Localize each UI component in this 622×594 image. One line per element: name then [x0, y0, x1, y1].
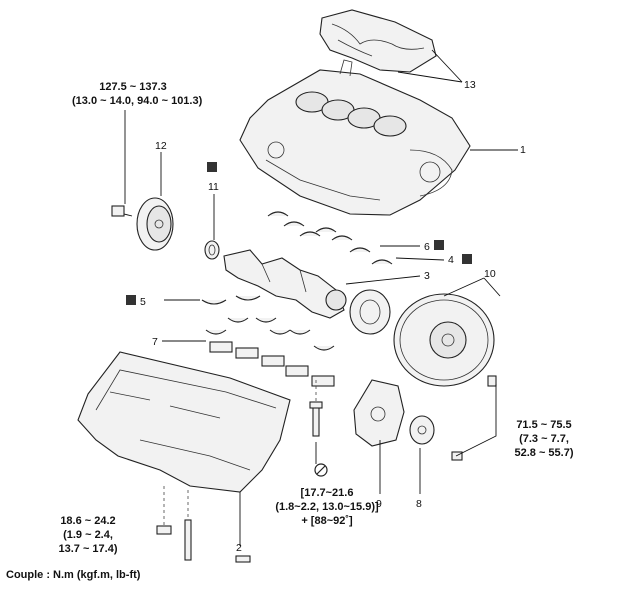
- grease-icon: [126, 162, 472, 305]
- part-6-upper-bearings: [267, 211, 393, 265]
- part-3-crankshaft: [223, 249, 347, 319]
- part-7-bearing-caps: [205, 317, 335, 387]
- callout-1: 1: [520, 144, 526, 156]
- callout-6: 6: [424, 241, 430, 253]
- part-12-crank-pulley: [111, 197, 174, 251]
- part-9-drive-plate: [353, 379, 405, 447]
- no-reuse-icon: [314, 463, 328, 477]
- callout-2: 2: [236, 542, 242, 554]
- torque-spec-crank-pulley: 127.5 ~ 137.3 (13.0 ~ 14.0, 94.0 ~ 101.3…: [72, 81, 203, 107]
- callout-8: 8: [416, 498, 422, 510]
- part-5-thrust-bearings: [201, 295, 261, 305]
- callout-13: 13: [464, 79, 476, 91]
- leader-lines: [124, 49, 518, 546]
- part-1-cylinder-block: [239, 59, 471, 216]
- callout-10: 10: [484, 268, 496, 280]
- callout-5: 5: [140, 296, 146, 308]
- torque-spec-oil-pan: 18.6 ~ 24.2 (1.9 ~ 2.4, 13.7 ~ 17.4): [58, 515, 118, 555]
- part-10-flywheel: [349, 289, 495, 387]
- torque-unit-legend: Couple : N.m (kgf.m, lb-ft): [6, 569, 141, 581]
- part-2-oil-pan: [77, 351, 291, 493]
- part-13-gasket: [319, 9, 437, 73]
- callout-9: 9: [376, 498, 382, 510]
- torque-spec-flywheel: 71.5 ~ 75.5 (7.3 ~ 7.7, 52.8 ~ 55.7): [514, 419, 574, 459]
- part-8-adapter-plate: [409, 415, 435, 445]
- callout-12: 12: [155, 140, 167, 152]
- callout-11: 11: [208, 181, 219, 193]
- callout-7: 7: [152, 336, 158, 348]
- part-11-oil-seal: [204, 240, 220, 260]
- callout-4: 4: [448, 254, 454, 266]
- torque-spec-bearing-cap: [17.7~21.6 (1.8~2.2, 13.0~15.9)] + [88~9…: [275, 487, 379, 527]
- callout-3: 3: [424, 270, 430, 282]
